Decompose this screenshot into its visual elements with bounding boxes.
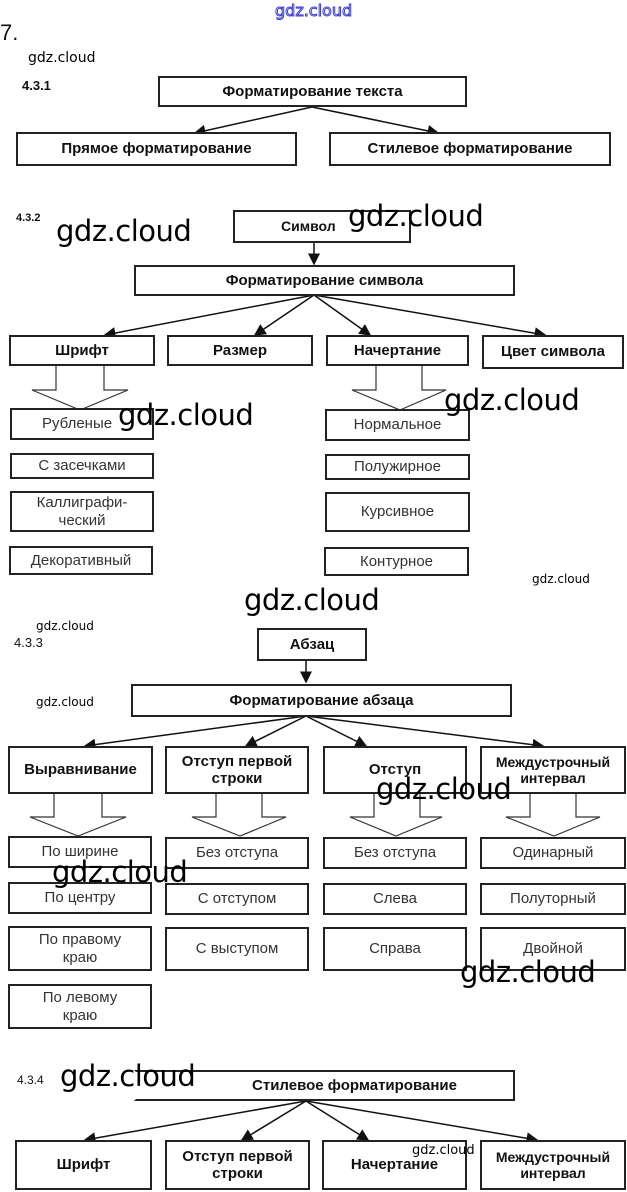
watermark: gdz.cloud bbox=[444, 383, 580, 417]
block-arrow-indent bbox=[349, 794, 443, 837]
arrow-to-spacing bbox=[305, 715, 545, 751]
node-style-face-2: Начертание bbox=[322, 1140, 467, 1190]
spacing-item: Двойной bbox=[480, 927, 626, 971]
node-line-spacing: Междустрочный интервал bbox=[480, 746, 626, 794]
arrow-to-font-2 bbox=[83, 1100, 307, 1145]
arrow-to-spacing-2 bbox=[305, 1100, 539, 1145]
indent-item: Без отступа bbox=[323, 837, 467, 869]
watermark: gdz.cloud bbox=[460, 955, 596, 989]
watermark: gdz.cloud bbox=[28, 50, 96, 66]
watermark: gdz.cloud bbox=[52, 855, 188, 889]
indent-item: Справа bbox=[323, 927, 467, 971]
arrow-to-direct bbox=[193, 106, 313, 137]
node-paragraph-formatting: Форматирование абзаца bbox=[131, 684, 512, 717]
arrow-to-font bbox=[103, 294, 315, 339]
watermark: gdz.cloud bbox=[348, 199, 484, 233]
arrow-to-indent bbox=[305, 715, 368, 747]
font-type-item: Декоративный bbox=[9, 546, 153, 575]
node-font-2: Шрифт bbox=[15, 1140, 152, 1190]
node-text-formatting: Форматирование текста bbox=[158, 76, 467, 107]
arrow-to-first-line-2 bbox=[240, 1100, 307, 1141]
node-font: Шрифт bbox=[9, 335, 155, 366]
alignment-item: По правому краю bbox=[8, 926, 152, 971]
node-style-face: Начертание bbox=[326, 335, 469, 366]
watermark: gdz.cloud bbox=[56, 214, 192, 248]
arrow-to-first-line bbox=[244, 715, 307, 747]
node-paragraph: Абзац bbox=[257, 628, 367, 661]
alignment-item: По ширине bbox=[8, 836, 152, 868]
indent-item: Слева bbox=[323, 883, 467, 915]
arrow-to-alignment bbox=[83, 715, 307, 751]
node-symbol: Символ bbox=[233, 210, 411, 243]
section-label-4-3-2: 4.3.2 bbox=[16, 212, 41, 224]
spacing-item: Одинарный bbox=[480, 837, 626, 869]
spacing-item: Полуторный bbox=[480, 883, 626, 915]
node-indent: Отступ bbox=[323, 746, 467, 794]
node-symbol-formatting: Форматирование символа bbox=[134, 265, 515, 296]
watermark: gdz.cloud bbox=[412, 1143, 475, 1158]
arrow-to-style-face bbox=[313, 294, 372, 336]
arrow-to-style-face-2 bbox=[305, 1100, 370, 1141]
watermark-top: gdz.cloud bbox=[274, 1, 353, 21]
node-alignment: Выравнивание bbox=[8, 746, 153, 794]
task-number: 7. bbox=[0, 20, 19, 45]
node-first-line-indent: Отступ первой строки bbox=[165, 746, 309, 794]
node-direct-formatting: Прямое форматирование bbox=[16, 132, 297, 166]
style-item: Контурное bbox=[324, 547, 469, 576]
style-item: Нормальное bbox=[325, 409, 470, 441]
block-arrow-spacing bbox=[505, 794, 601, 837]
first-line-item: С выступом bbox=[165, 927, 309, 971]
font-type-item: Каллиграфи-ческий bbox=[10, 491, 154, 532]
watermark: gdz.cloud bbox=[60, 1059, 196, 1093]
first-line-item: Без отступа bbox=[165, 837, 309, 869]
style-item: Полужирное bbox=[325, 454, 470, 480]
node-line-spacing-2: Междустрочный интервал bbox=[480, 1140, 626, 1190]
node-size: Размер bbox=[167, 335, 313, 366]
node-first-line-indent-2: Отступ первой строки bbox=[165, 1140, 310, 1190]
watermark: gdz.cloud bbox=[244, 583, 380, 617]
block-arrow-font bbox=[31, 366, 129, 411]
section-label-4-3-1: 4.3.1 bbox=[22, 78, 51, 93]
block-arrow-style bbox=[351, 366, 447, 411]
font-type-item: С засечками bbox=[10, 453, 154, 479]
alignment-item: По центру bbox=[8, 882, 152, 914]
watermark: gdz.cloud bbox=[36, 695, 94, 709]
node-style-formatting: Стилевое форматирование bbox=[329, 132, 611, 166]
watermark: gdz.cloud bbox=[376, 772, 512, 806]
style-item: Курсивное bbox=[325, 492, 470, 532]
first-line-item: С отступом bbox=[165, 883, 309, 915]
block-arrow-first-line bbox=[191, 794, 287, 837]
arrow-to-color bbox=[313, 294, 547, 340]
block-arrow-alignment bbox=[29, 794, 127, 837]
section-label-4-3-4: 4.3.4 bbox=[17, 1073, 44, 1087]
watermark: gdz.cloud bbox=[532, 572, 590, 586]
section-label-4-3-3: 4.3.3 bbox=[14, 635, 43, 650]
watermark: gdz.cloud bbox=[36, 619, 94, 633]
node-color: Цвет символа bbox=[482, 335, 624, 369]
arrow-to-style bbox=[311, 106, 440, 137]
watermark: gdz.cloud bbox=[118, 398, 254, 432]
font-type-item: Рубленые bbox=[10, 408, 154, 440]
node-style-formatting-2: Стилевое форматирование bbox=[134, 1070, 515, 1101]
arrow-to-size bbox=[253, 294, 315, 336]
alignment-item: По левому краю bbox=[8, 984, 152, 1029]
